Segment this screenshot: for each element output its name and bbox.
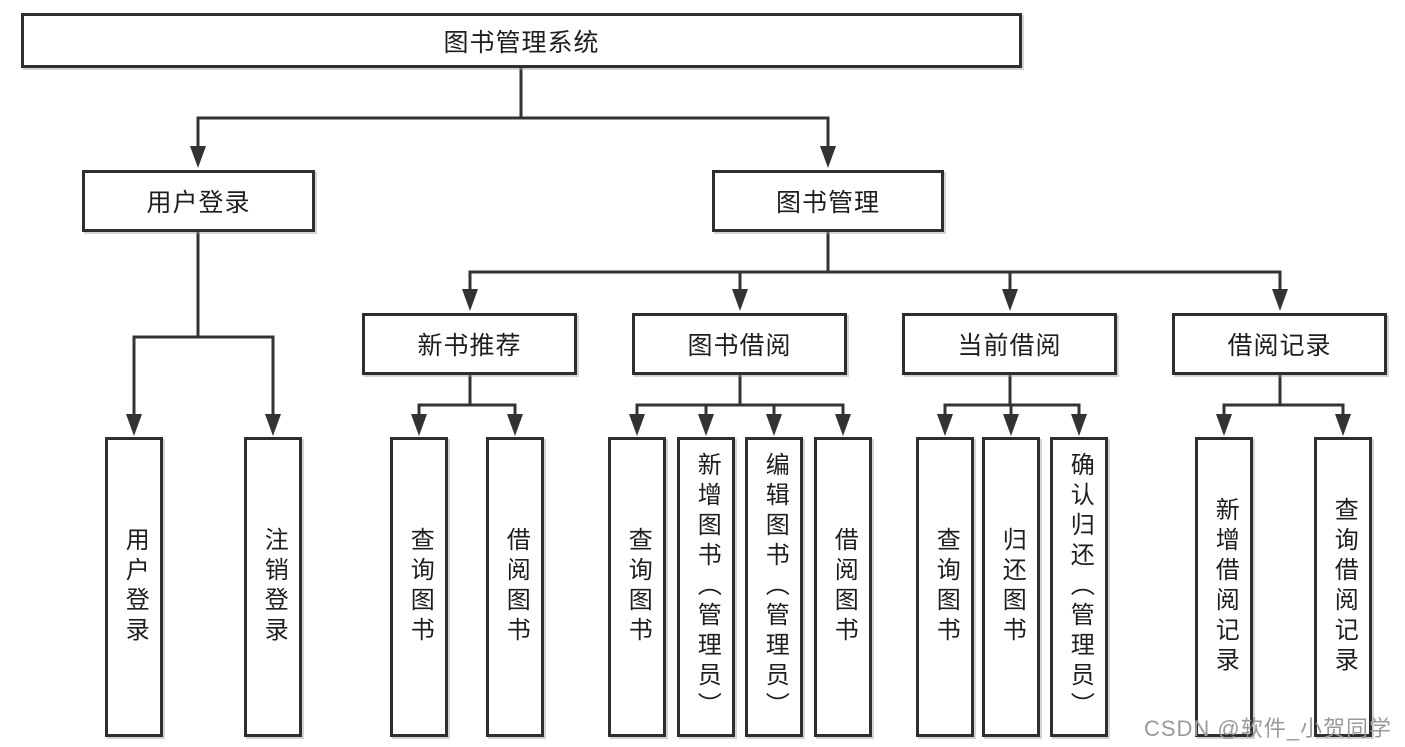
node-root: 图书管理系统 — [21, 13, 1022, 68]
node-user-login-label: 用户登录 — [146, 189, 251, 217]
leaf-br-query-borrow-record: 查询借阅记录 — [1314, 437, 1372, 737]
leaf-cb-return-book-label: 归还图书 — [998, 527, 1026, 647]
leaf-bb-query-book: 查询图书 — [608, 437, 666, 737]
leaf-br-add-borrow-record-label: 新增借阅记录 — [1211, 497, 1239, 677]
leaf-bb-borrow-book-label: 借阅图书 — [830, 527, 858, 647]
leaf-nbr-borrow-book: 借阅图书 — [486, 437, 544, 737]
leaf-br-add-borrow-record: 新增借阅记录 — [1195, 437, 1253, 737]
leaf-logout-login-label: 注销登录 — [260, 527, 288, 647]
leaf-bb-add-book-admin: 新增图书（管理员） — [677, 437, 735, 737]
watermark-text: CSDN @软件_小贺同学 — [1143, 716, 1392, 741]
leaf-cb-return-book: 归还图书 — [982, 437, 1040, 737]
node-current-borrowing: 当前借阅 — [902, 313, 1117, 375]
node-book-borrowing: 图书借阅 — [632, 313, 847, 375]
node-current-borrowing-label: 当前借阅 — [957, 332, 1062, 360]
node-user-login: 用户登录 — [82, 170, 315, 232]
leaf-user-login-label: 用户登录 — [121, 527, 149, 647]
leaf-bb-query-book-label: 查询图书 — [624, 527, 652, 647]
leaf-nbr-query-book: 查询图书 — [390, 437, 448, 737]
leaf-bb-edit-book-admin-label: 编辑图书（管理员） — [761, 452, 789, 722]
node-book-management: 图书管理 — [712, 170, 944, 232]
leaf-logout-login: 注销登录 — [244, 437, 302, 737]
node-new-book-recommendation: 新书推荐 — [362, 313, 577, 375]
leaf-bb-borrow-book: 借阅图书 — [814, 437, 872, 737]
arrowheads — [126, 146, 1351, 436]
leaf-bb-add-book-admin-label: 新增图书（管理员） — [693, 452, 721, 722]
leaf-bb-edit-book-admin: 编辑图书（管理员） — [745, 437, 803, 737]
node-borrowing-records-label: 借阅记录 — [1227, 332, 1332, 360]
node-root-label: 图书管理系统 — [443, 28, 600, 57]
node-book-borrowing-label: 图书借阅 — [687, 332, 792, 360]
leaf-user-login: 用户登录 — [105, 437, 163, 737]
node-new-book-recommendation-label: 新书推荐 — [417, 332, 522, 360]
leaf-cb-confirm-return-admin-label: 确认归还（管理员） — [1066, 452, 1094, 722]
leaf-cb-query-book-label: 查询图书 — [932, 527, 960, 647]
leaf-nbr-borrow-book-label: 借阅图书 — [502, 527, 530, 647]
leaf-nbr-query-book-label: 查询图书 — [406, 527, 434, 647]
leaf-br-query-borrow-record-label: 查询借阅记录 — [1330, 497, 1358, 677]
leaf-cb-query-book: 查询图书 — [916, 437, 974, 737]
leaf-cb-confirm-return-admin: 确认归还（管理员） — [1050, 437, 1108, 737]
node-book-management-label: 图书管理 — [775, 189, 880, 217]
node-borrowing-records: 借阅记录 — [1172, 313, 1387, 375]
